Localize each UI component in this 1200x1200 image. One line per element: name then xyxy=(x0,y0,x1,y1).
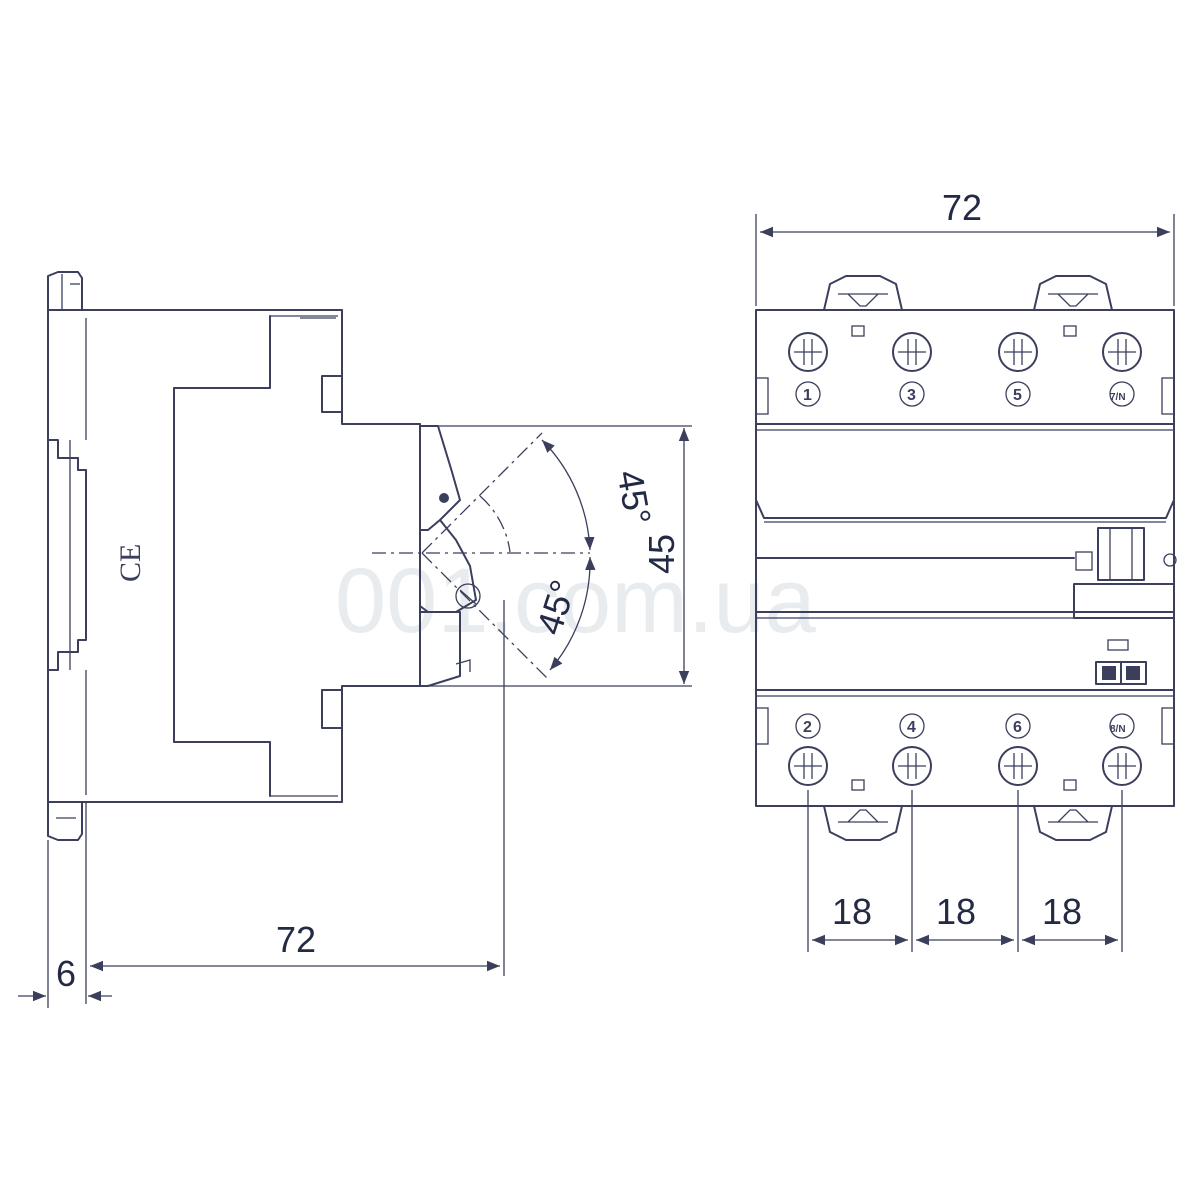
terminal-label-7n: 7/N xyxy=(1110,392,1126,403)
rail-clip-bottom xyxy=(47,801,83,841)
dimension-pitch xyxy=(807,790,1123,952)
inner-profile xyxy=(173,315,271,797)
device-body-outline xyxy=(47,309,421,803)
lever-angle-construction xyxy=(372,432,596,680)
dimension-lever-height xyxy=(428,425,692,687)
terminal-label-8n: 8/N xyxy=(1110,724,1126,735)
dimension-rail-offset xyxy=(18,840,112,1008)
terminal-label-6: 6 xyxy=(1013,719,1022,736)
dim-label-pitch-3: 18 xyxy=(1042,891,1082,932)
dim-label-side-width: 72 xyxy=(276,919,316,960)
terminal-label-2: 2 xyxy=(803,719,812,736)
terminal-label-3: 3 xyxy=(907,387,916,404)
top-mounting-clips xyxy=(823,275,1113,337)
status-indicator xyxy=(1095,639,1147,685)
test-button-housing xyxy=(1073,527,1177,619)
front-view: 72 1 3 xyxy=(755,187,1177,952)
dimension-front-width xyxy=(755,214,1175,306)
bottom-screws xyxy=(788,746,1142,786)
middle-panel xyxy=(755,429,1175,519)
dim-label-rail-offset: 6 xyxy=(56,953,76,994)
dim-label-pitch-2: 18 xyxy=(936,891,976,932)
ce-mark: CE xyxy=(114,544,147,582)
dim-label-pitch-1: 18 xyxy=(832,891,872,932)
terminal-label-5: 5 xyxy=(1013,387,1022,404)
dimension-side-width xyxy=(85,600,505,1004)
terminal-label-1: 1 xyxy=(803,387,812,404)
top-terminal-labels: 1 3 5 7/N xyxy=(795,381,1135,407)
dim-label-lever-height: 45 xyxy=(641,534,682,574)
top-screws xyxy=(788,332,1142,372)
angle-label-upper: 45° xyxy=(609,467,659,528)
side-view: CE 45° 45° 45 xyxy=(18,271,692,1008)
bottom-terminal-labels: 2 4 6 8/N xyxy=(795,713,1135,739)
rail-clip-top xyxy=(47,271,83,311)
bottom-mounting-clips xyxy=(823,779,1113,841)
terminal-label-4: 4 xyxy=(907,719,916,736)
dim-label-front-width: 72 xyxy=(942,187,982,228)
